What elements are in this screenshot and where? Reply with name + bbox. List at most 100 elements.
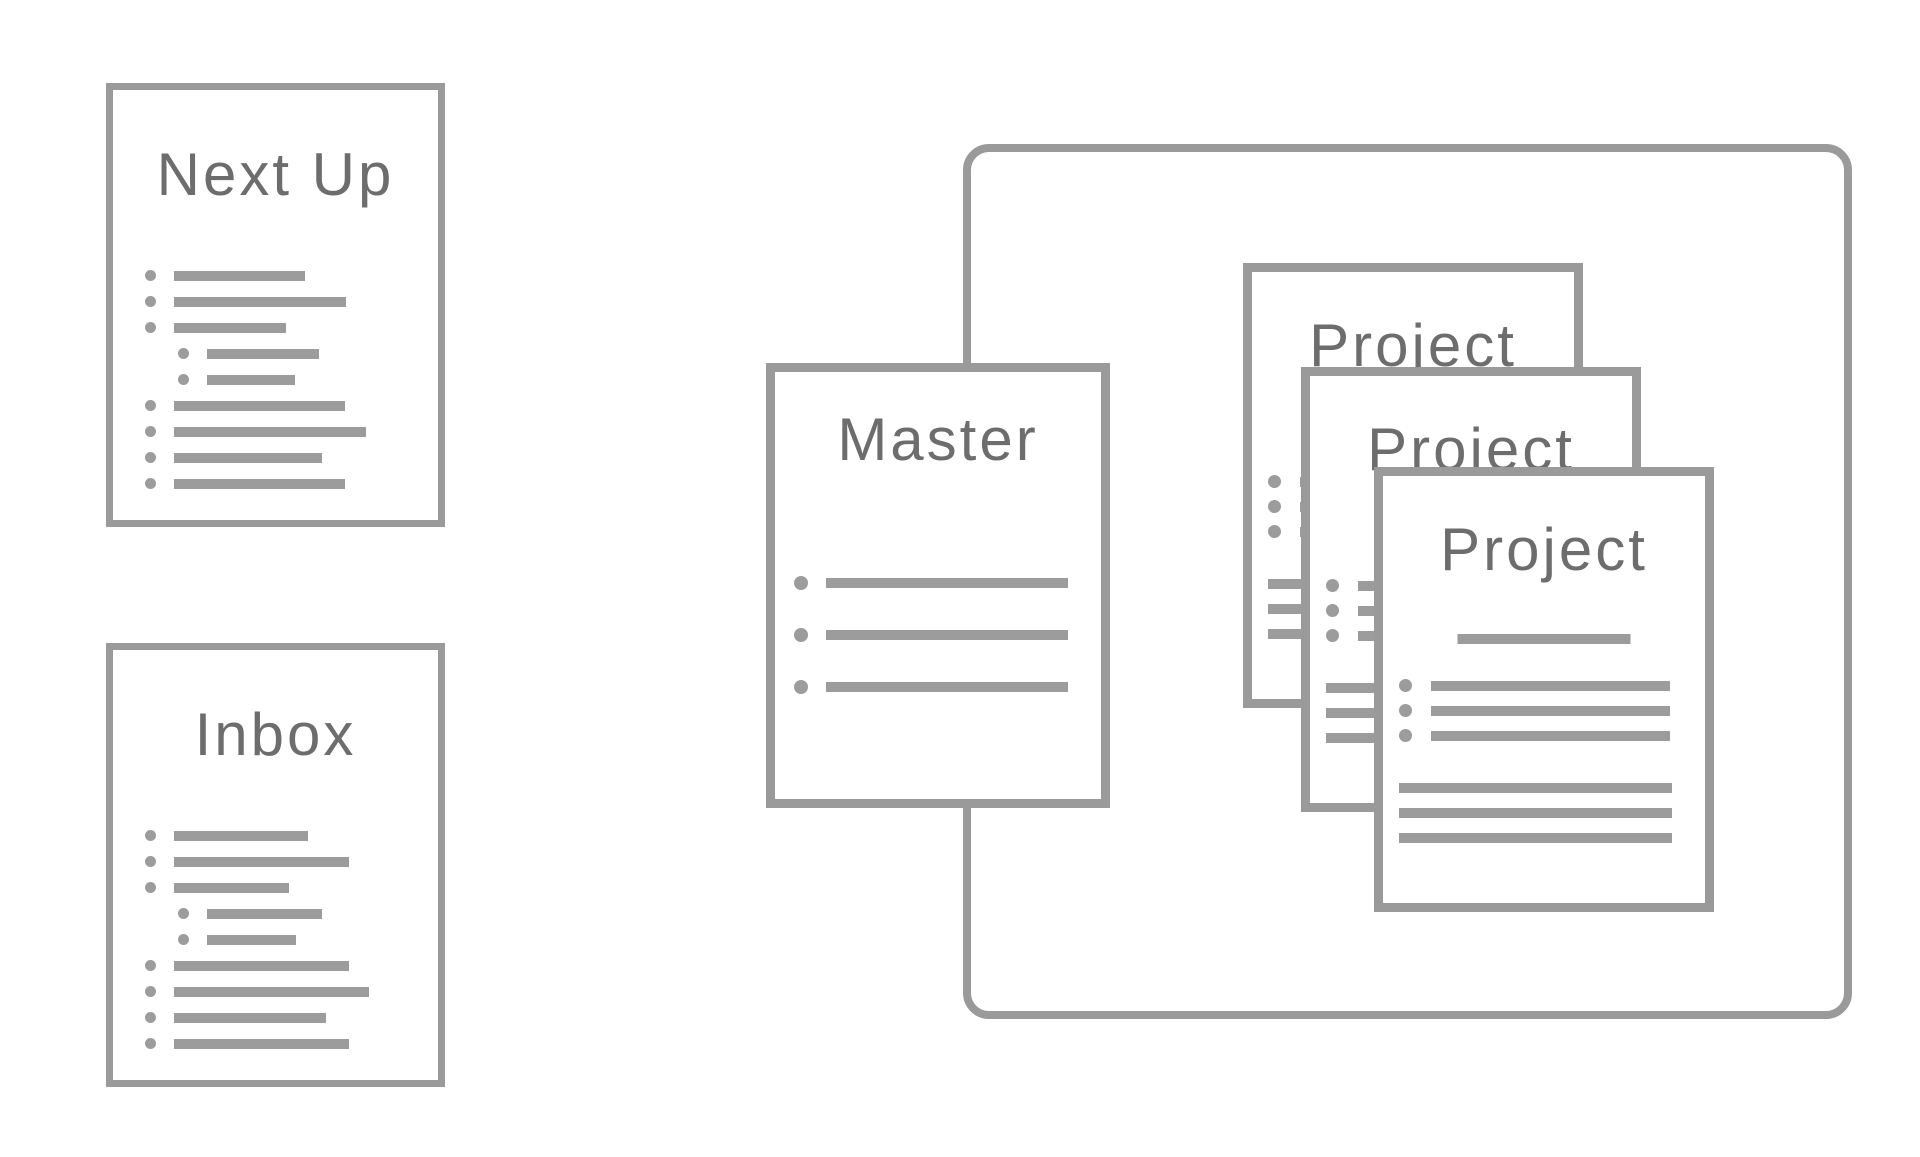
list-row <box>145 1012 369 1023</box>
bullet-dot <box>1326 579 1339 592</box>
bullet-dot <box>794 680 808 694</box>
bullet-dot <box>145 270 156 281</box>
text-line <box>826 682 1068 692</box>
list-row <box>145 270 366 281</box>
text-line <box>1431 680 1670 691</box>
text-line <box>174 856 349 867</box>
bullet-dot <box>145 400 156 411</box>
text-line <box>826 578 1068 588</box>
bullet-dot <box>178 908 189 919</box>
bullet-dot <box>1399 704 1412 717</box>
list-row <box>178 374 366 385</box>
list-row <box>145 296 366 307</box>
next-up-title: Next Up <box>156 141 395 208</box>
list-row <box>1457 632 1631 645</box>
list-row <box>1399 833 1672 843</box>
text-line <box>174 322 286 333</box>
bullet-dot <box>145 830 156 841</box>
text-line <box>1399 808 1672 818</box>
text-line <box>174 426 366 437</box>
list-row <box>145 452 366 463</box>
text-line <box>207 348 319 359</box>
project-header-line <box>1457 632 1631 645</box>
list-row <box>1399 679 1670 692</box>
text-line <box>174 882 289 893</box>
list-row <box>1399 729 1670 742</box>
project-footer-lines <box>1399 783 1672 843</box>
text-line <box>174 270 305 281</box>
list-row <box>145 882 369 893</box>
text-line <box>207 934 296 945</box>
inbox-list <box>145 830 369 1049</box>
list-row <box>145 400 366 411</box>
list-row <box>145 960 369 971</box>
bullet-dot <box>145 856 156 867</box>
list-row <box>794 680 1068 694</box>
inbox-card: Inbox <box>106 643 445 1087</box>
master-title: Master <box>837 406 1039 473</box>
bullet-dot <box>794 628 808 642</box>
text-line <box>174 400 345 411</box>
bullet-dot <box>145 960 156 971</box>
bullet-dot <box>178 374 189 385</box>
bullet-dot <box>178 934 189 945</box>
text-line <box>174 960 349 971</box>
list-row <box>178 908 369 919</box>
bullet-dot <box>1268 475 1281 488</box>
master-list <box>794 576 1068 694</box>
list-row <box>794 628 1068 642</box>
list-row <box>1399 808 1672 818</box>
text-line <box>826 630 1068 640</box>
bullet-dot <box>145 296 156 307</box>
list-row <box>178 934 369 945</box>
text-line <box>174 452 322 463</box>
bullet-dot <box>145 478 156 489</box>
list-row <box>145 856 369 867</box>
project-title: Project <box>1309 312 1517 379</box>
list-row <box>145 478 366 489</box>
list-row <box>145 1038 369 1049</box>
list-row <box>145 322 366 333</box>
text-line <box>1399 783 1672 793</box>
bullet-dot <box>145 1038 156 1049</box>
text-line <box>174 478 345 489</box>
text-line <box>174 296 346 307</box>
bullet-dot <box>1326 629 1339 642</box>
bullet-dot <box>145 322 156 333</box>
text-line <box>1399 833 1672 843</box>
project-card-front: Project <box>1374 467 1714 912</box>
project-bullet-list <box>1399 679 1670 742</box>
bullet-dot <box>1268 500 1281 513</box>
list-row <box>145 426 366 437</box>
list-row <box>145 830 369 841</box>
text-line <box>1431 730 1670 741</box>
text-line <box>1431 705 1670 716</box>
list-row <box>794 576 1068 590</box>
text-line <box>207 374 295 385</box>
bullet-dot <box>794 576 808 590</box>
bullet-dot <box>145 882 156 893</box>
next-up-card: Next Up <box>106 83 445 527</box>
text-line <box>1457 633 1631 644</box>
bullet-dot <box>178 348 189 359</box>
list-row <box>178 348 366 359</box>
text-line <box>174 1038 349 1049</box>
project-title: Project <box>1440 516 1648 583</box>
list-row <box>1399 704 1670 717</box>
text-line <box>207 908 322 919</box>
bullet-dot <box>1399 729 1412 742</box>
bullet-dot <box>145 986 156 997</box>
bullet-dot <box>145 452 156 463</box>
master-card: Master <box>766 363 1110 808</box>
bullet-dot <box>1268 525 1281 538</box>
list-row <box>1399 783 1672 793</box>
bullet-dot <box>145 1012 156 1023</box>
text-line <box>174 986 369 997</box>
list-row <box>145 986 369 997</box>
bullet-dot <box>145 426 156 437</box>
bullet-dot <box>1326 604 1339 617</box>
text-line <box>174 1012 326 1023</box>
text-line <box>174 830 308 841</box>
bullet-dot <box>1399 679 1412 692</box>
next-up-list <box>145 270 366 489</box>
